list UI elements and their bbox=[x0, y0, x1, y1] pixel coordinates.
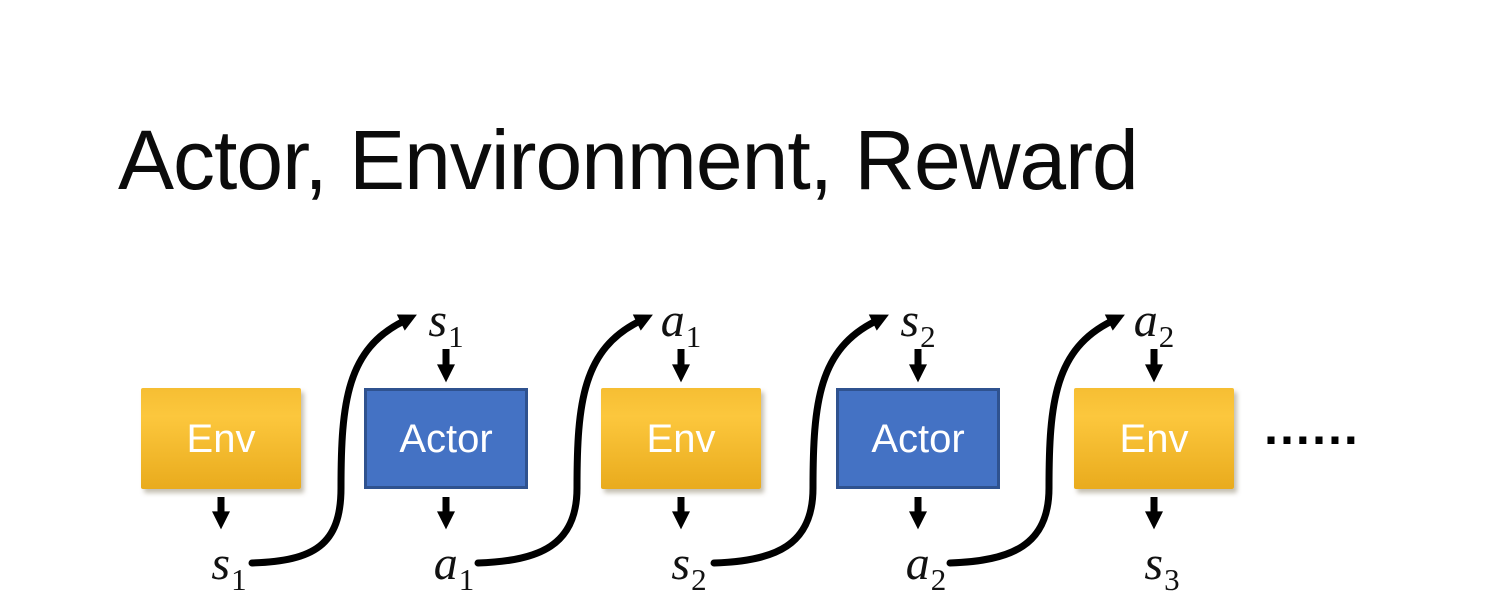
bottom-label-s3-char: s bbox=[1144, 537, 1164, 590]
top-label-s2: s2 bbox=[900, 294, 935, 353]
bottom-label-a2-sub: 2 bbox=[930, 562, 947, 597]
top-label-a2-sub: 2 bbox=[1158, 319, 1175, 354]
top-label-s1-sub: 1 bbox=[448, 319, 464, 354]
env-box-1-label: Env bbox=[186, 416, 256, 461]
env-box-2: Env bbox=[601, 388, 761, 489]
actor-box-1-label: Actor bbox=[399, 416, 493, 461]
bottom-label-s1-char: s bbox=[211, 537, 231, 590]
bottom-label-s3-sub: 3 bbox=[1164, 562, 1180, 597]
top-label-a1-char: a bbox=[660, 294, 685, 347]
continuation-dots: …… bbox=[1262, 399, 1360, 455]
top-label-a1: a1 bbox=[660, 294, 702, 353]
actor-box-2-label: Actor bbox=[871, 416, 965, 461]
env-box-3-label: Env bbox=[1119, 416, 1189, 461]
env-box-3: Env bbox=[1074, 388, 1234, 489]
bottom-label-s1-sub: 1 bbox=[231, 562, 247, 597]
top-label-s2-char: s bbox=[900, 294, 920, 347]
env-box-1: Env bbox=[141, 388, 301, 489]
top-label-s1-char: s bbox=[428, 294, 448, 347]
bottom-label-a2: a2 bbox=[905, 537, 947, 596]
bottom-label-s2-sub: 2 bbox=[691, 562, 707, 597]
actor-box-1: Actor bbox=[364, 388, 528, 489]
top-label-a2-char: a bbox=[1133, 294, 1158, 347]
top-label-s1: s1 bbox=[428, 294, 463, 353]
actor-box-2: Actor bbox=[836, 388, 1000, 489]
bottom-label-a1: a1 bbox=[433, 537, 475, 596]
bottom-label-s3: s3 bbox=[1144, 537, 1179, 596]
top-label-a2: a2 bbox=[1133, 294, 1175, 353]
bottom-label-s2-char: s bbox=[671, 537, 691, 590]
page-title: Actor, Environment, Reward bbox=[118, 113, 1139, 207]
top-label-a1-sub: 1 bbox=[685, 319, 702, 354]
bottom-label-a1-char: a bbox=[433, 537, 458, 590]
bottom-label-a2-char: a bbox=[905, 537, 930, 590]
bottom-label-a1-sub: 1 bbox=[458, 562, 475, 597]
bottom-label-s2: s2 bbox=[671, 537, 706, 596]
bottom-label-s1: s1 bbox=[211, 537, 246, 596]
top-label-s2-sub: 2 bbox=[920, 319, 936, 354]
env-box-2-label: Env bbox=[646, 416, 716, 461]
